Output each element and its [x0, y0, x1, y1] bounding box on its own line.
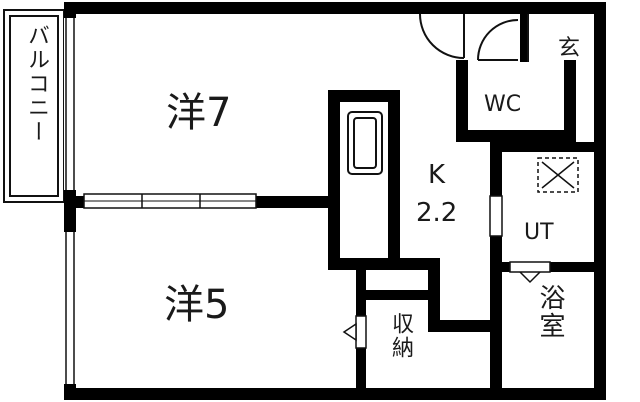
kitchen-label: K: [428, 160, 446, 190]
ut-door: [489, 195, 503, 237]
bath-door-marker: [509, 261, 551, 284]
room-western-7-label: 洋7: [166, 90, 232, 136]
storage-door-marker: [342, 315, 367, 349]
sliding-door: [83, 193, 257, 209]
kitchen-sink: [347, 111, 383, 175]
bath-label: 浴室: [535, 284, 565, 340]
balcony-label: バルコニー: [24, 24, 49, 144]
vent-icon: [537, 157, 579, 193]
left-windows: [64, 18, 76, 384]
storage-label: 収納: [388, 312, 413, 360]
entrance-label: 玄: [558, 36, 581, 61]
wc-label: WC: [484, 92, 522, 117]
entrance-door: [419, 13, 529, 62]
room-western-5-label: 洋5: [164, 282, 230, 328]
utility-label: UT: [524, 220, 554, 245]
kitchen-size-label: 2.2: [416, 198, 458, 228]
